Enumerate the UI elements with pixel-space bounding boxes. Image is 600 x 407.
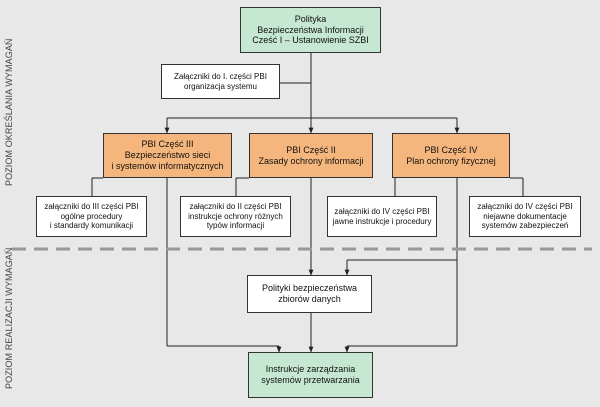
part2-box: PBI Część II Zasady ochrony informacji bbox=[249, 133, 373, 178]
part4-box: PBI Część IV Plan ochrony fizycznej bbox=[392, 133, 510, 178]
top-policy-line-1: Polityka bbox=[294, 13, 327, 24]
annex-org-line-1: Załączniki do I. części PBI bbox=[174, 71, 267, 81]
part3-line-1: PBI Część III bbox=[141, 139, 194, 150]
part2-annex-line-3: typów informacji bbox=[206, 221, 265, 231]
part2-line-1: PBI Część II bbox=[286, 144, 336, 155]
part2-annex-line-2: instrukcje ochrony różnych bbox=[188, 211, 283, 221]
annex-org-box: Załączniki do I. części PBI organizacja … bbox=[161, 64, 280, 99]
management-box: Instrukcje zarządzania systemów przetwar… bbox=[248, 352, 373, 398]
part4-public-annex-line-2: jawne instrukcje i procedury bbox=[332, 216, 432, 226]
part4-secret-annex-line-3: systemów zabezpieczeń bbox=[481, 221, 569, 231]
management-line-1: Instrukcje zarządzania bbox=[265, 364, 356, 375]
management-line-2: systemów przetwarzania bbox=[261, 375, 360, 385]
part2-annex-line-1: załączniki do II części PBI bbox=[189, 201, 282, 211]
part3-line-3: i systemów informatycznych bbox=[111, 160, 224, 171]
part4-secret-annex-line-2: niejawne dokumentacje bbox=[483, 211, 567, 221]
annex-org-line-2: organizacja systemu bbox=[184, 81, 257, 91]
part4-secret-annex-line-1: załączniki do IV części PBI bbox=[477, 201, 573, 211]
part3-annex-box: załączniki do III części PBI ogólne proc… bbox=[36, 196, 147, 237]
top-policy-line-2: Bezpieczeństwa Informacji bbox=[257, 24, 364, 35]
data-policy-line-2: zbiorów danych bbox=[278, 294, 341, 304]
part4-secret-annex-box: załączniki do IV części PBI niejawne dok… bbox=[469, 196, 581, 237]
side-label-lower: POZIOM REALIZACJI WYMAGAŃ bbox=[4, 247, 14, 389]
part2-line-2: Zasady ochrony informacji bbox=[258, 155, 364, 166]
part3-annex-line-1: załączniki do III części PBI bbox=[44, 201, 139, 211]
part4-line-1: PBI Część IV bbox=[424, 144, 478, 155]
part3-annex-line-3: i standardy komunikacji bbox=[49, 221, 134, 231]
part3-line-2: Bezpieczeństwo sieci bbox=[124, 150, 211, 161]
data-policy-line-1: Polityki bezpieczeństwa bbox=[261, 283, 358, 294]
part3-annex-line-2: ogólne procedury bbox=[60, 211, 123, 221]
side-label-upper: POZIOM OKREŚLANIA WYMAGAŃ bbox=[4, 38, 14, 186]
top-policy-line-3: Cześć I – Ustanowienie SZBI bbox=[252, 35, 369, 46]
part2-annex-box: załączniki do II części PBI instrukcje o… bbox=[180, 196, 291, 237]
part3-box: PBI Część III Bezpieczeństwo sieci i sys… bbox=[103, 133, 232, 178]
part4-line-2: Plan ochrony fizycznej bbox=[406, 155, 496, 166]
part4-public-annex-box: załączniki do IV części PBI jawne instru… bbox=[327, 196, 437, 237]
top-policy-box: Polityka Bezpieczeństwa Informacji Cześć… bbox=[240, 7, 381, 53]
part4-public-annex-line-1: załączniki do IV części PBI bbox=[334, 206, 430, 216]
data-policy-box: Polityki bezpieczeństwa zbiorów danych bbox=[247, 275, 372, 313]
